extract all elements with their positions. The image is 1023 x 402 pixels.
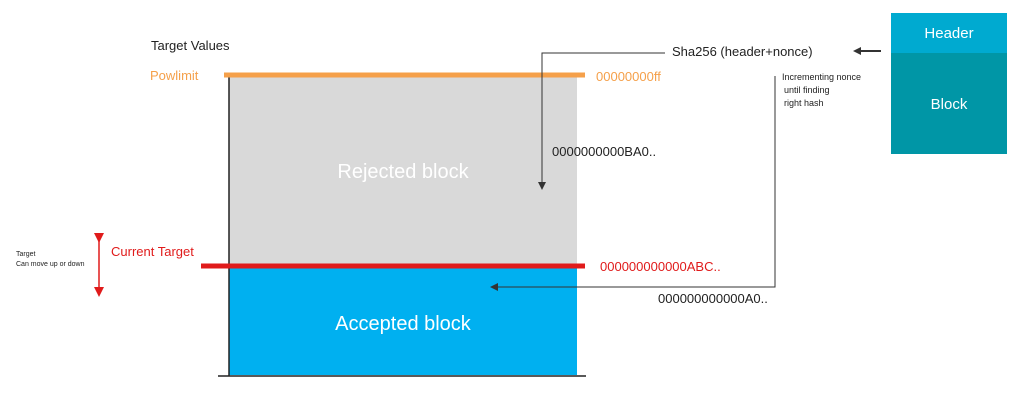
accepted-region — [229, 266, 577, 375]
powlimit-label: Powlimit — [150, 68, 199, 83]
rejected-block-label: Rejected block — [337, 161, 469, 183]
header-box — [891, 13, 1007, 53]
header-label: Header — [924, 25, 973, 42]
hash-function-label: Sha256 (header+nonce) — [672, 44, 813, 59]
current-target-label: Current Target — [111, 244, 194, 259]
block-box — [891, 53, 1007, 154]
block-label: Block — [931, 96, 968, 113]
accepted-hash-arrow — [490, 76, 776, 291]
current-target-value: 000000000000ABC.. — [600, 259, 721, 274]
nonce-note-line2: until finding — [784, 85, 830, 95]
target-note-line1: Target — [16, 251, 36, 258]
nonce-note-line1: Incrementing nonce — [782, 72, 861, 82]
accepted-hash-value: 000000000000A0.. — [658, 291, 768, 306]
rejected-hash-value: 0000000000BA0.. — [552, 144, 656, 159]
powlimit-value: 00000000ff — [596, 69, 661, 84]
rejected-hash-arrow — [538, 52, 665, 190]
nonce-note-line3: right hash — [784, 98, 824, 108]
rejected-region — [229, 75, 577, 266]
accepted-block-label: Accepted block — [335, 313, 472, 335]
y-axis-label: Target Values — [151, 38, 230, 53]
target-note-line2: Can move up or down — [16, 261, 85, 268]
